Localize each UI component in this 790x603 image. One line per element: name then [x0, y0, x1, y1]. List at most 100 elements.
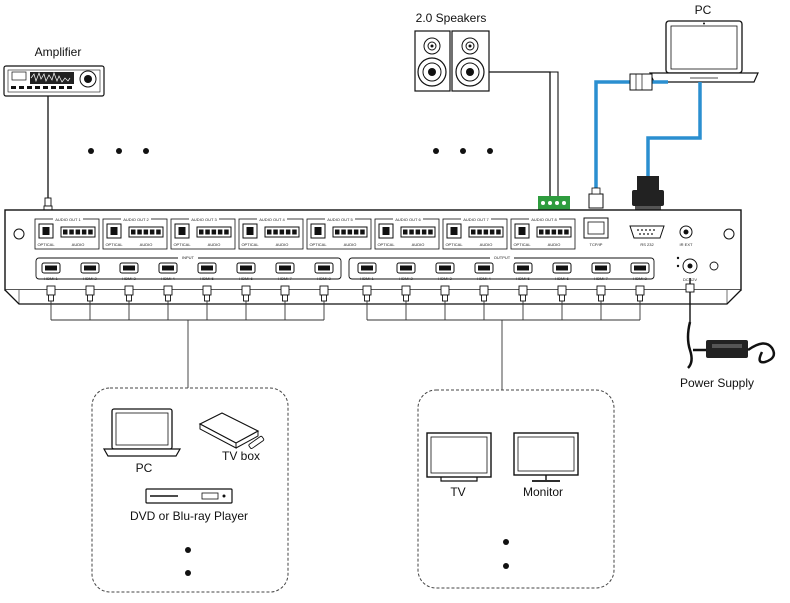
audio-label: AUDIO — [412, 242, 425, 247]
serial-cable — [632, 82, 702, 212]
audio-out-section: AUDIO OUT 1 OPTICAL AUDIO AUDIO OUT 2 OPTICA… — [34, 216, 576, 250]
hdmi-plug — [479, 285, 489, 302]
optical-label: OPTICAL — [241, 242, 259, 247]
hdmi-port: HDMI 4 — [474, 262, 494, 281]
audio-label: AUDIO — [140, 242, 153, 247]
hdmi-port-label: HDMI 3 — [122, 276, 136, 281]
audio-out-group: AUDIO OUT 2 OPTICAL AUDIO — [102, 216, 168, 250]
audio-label: AUDIO — [344, 242, 357, 247]
hdmi-port-label: HDMI 6 — [239, 276, 253, 281]
tv-box-label: TV box — [221, 449, 261, 463]
matrix-switcher-panel — [4, 209, 742, 305]
ellipsis-dots-left — [88, 148, 149, 154]
hdmi-plug — [241, 285, 251, 302]
hdmi-port-label: HDMI 5 — [200, 276, 214, 281]
dvd-player-label: DVD or Blu-ray Player — [129, 509, 249, 523]
source-devices-group — [91, 387, 289, 593]
audio-out-group: AUDIO OUT 1 OPTICAL AUDIO — [34, 216, 100, 250]
optical-label: OPTICAL — [445, 242, 463, 247]
hdmi-plug — [362, 285, 372, 302]
audio-out-label: AUDIO OUT 4 — [259, 217, 285, 222]
source-pc-laptop-icon — [102, 408, 182, 457]
amplifier-device — [3, 65, 105, 97]
power-supply-label: Power Supply — [679, 376, 755, 390]
hdmi-port: HDMI 1 — [41, 262, 61, 281]
monitor-label: Monitor — [522, 485, 564, 499]
speakers-label: 2.0 Speakers — [415, 11, 487, 25]
hdmi-port-label: HDMI 2 — [83, 276, 97, 281]
pc-top-label: PC — [694, 3, 712, 17]
hdmi-port: HDMI 4 — [158, 262, 178, 281]
hdmi-port: HDMI 3 — [119, 262, 139, 281]
rs232-label: RS 232 — [640, 242, 654, 247]
input-section-label: INPUT — [182, 255, 195, 260]
hdmi-port: HDMI 7 — [275, 262, 295, 281]
ellipsis-dots-sources — [185, 547, 191, 576]
hdmi-port-label: HDMI 4 — [477, 276, 491, 281]
optical-label: OPTICAL — [173, 242, 191, 247]
audio-out-label: AUDIO OUT 1 — [55, 217, 81, 222]
audio-out-label: AUDIO OUT 2 — [123, 217, 149, 222]
hdmi-plug — [46, 285, 56, 302]
optical-label: OPTICAL — [377, 242, 395, 247]
speakers-device — [414, 30, 490, 92]
hdmi-port: HDMI 5 — [513, 262, 533, 281]
pc-laptop-device — [649, 20, 759, 83]
ethernet-cable — [588, 73, 668, 209]
hdmi-port: HDMI 8 — [630, 262, 650, 281]
input-hdmi-ports: HDMI 1 HDMI 2 HDMI 3 HDMI 4 HDMI 5 HDMI 6 HDMI… — [41, 262, 334, 302]
output-section: OUTPUT — [348, 254, 655, 280]
hdmi-port-label: HDMI 4 — [161, 276, 175, 281]
rs232-port: RS 232 — [629, 225, 665, 247]
audio-label: AUDIO — [72, 242, 85, 247]
tv-label: TV — [450, 485, 466, 499]
hdmi-cable-bus — [50, 301, 641, 390]
audio-label: AUDIO — [208, 242, 221, 247]
audio-out-group: AUDIO OUT 3 OPTICAL AUDIO — [170, 216, 236, 250]
hdmi-port: HDMI 7 — [591, 262, 611, 281]
hdmi-plug — [163, 285, 173, 302]
audio-label: AUDIO — [276, 242, 289, 247]
source-pc-label: PC — [135, 461, 153, 475]
hdmi-port: HDMI 5 — [197, 262, 217, 281]
hdmi-plug — [401, 285, 411, 302]
tv-icon — [426, 432, 492, 482]
ellipsis-dots-displays — [503, 539, 509, 569]
optical-label: OPTICAL — [37, 242, 55, 247]
audio-out-group: AUDIO OUT 4 OPTICAL AUDIO — [238, 216, 304, 250]
tcpip-port: TCP/IP — [583, 217, 609, 247]
hdmi-plug — [280, 285, 290, 302]
audio-out-label: AUDIO OUT 3 — [191, 217, 217, 222]
hdmi-port-label: HDMI 1 — [44, 276, 58, 281]
optical-label: OPTICAL — [309, 242, 327, 247]
hdmi-port: HDMI 6 — [552, 262, 572, 281]
hdmi-plug — [440, 285, 450, 302]
hdmi-port-label: HDMI 6 — [555, 276, 569, 281]
hdmi-plug — [518, 285, 528, 302]
power-supply-device — [685, 278, 776, 369]
tcpip-label: TCP/IP — [590, 242, 603, 247]
audio-label: AUDIO — [548, 242, 561, 247]
hdmi-port-label: HDMI 2 — [399, 276, 413, 281]
hdmi-port: HDMI 1 — [357, 262, 377, 281]
audio-label: AUDIO — [480, 242, 493, 247]
hdmi-plug — [635, 285, 645, 302]
hdmi-port: HDMI 6 — [236, 262, 256, 281]
optical-label: OPTICAL — [513, 242, 531, 247]
hdmi-port: HDMI 2 — [396, 262, 416, 281]
hdmi-plug — [124, 285, 134, 302]
optical-label: OPTICAL — [105, 242, 123, 247]
hdmi-plug — [202, 285, 212, 302]
input-section: INPUT — [35, 254, 342, 280]
hdmi-plug — [596, 285, 606, 302]
audio-out-label: AUDIO OUT 5 — [327, 217, 353, 222]
hdmi-port: HDMI 2 — [80, 262, 100, 281]
ir-ext-label: IR EXT — [680, 242, 693, 247]
audio-out-group: AUDIO OUT 5 OPTICAL AUDIO — [306, 216, 372, 250]
monitor-icon — [513, 432, 579, 482]
dvd-player-icon — [145, 488, 233, 504]
